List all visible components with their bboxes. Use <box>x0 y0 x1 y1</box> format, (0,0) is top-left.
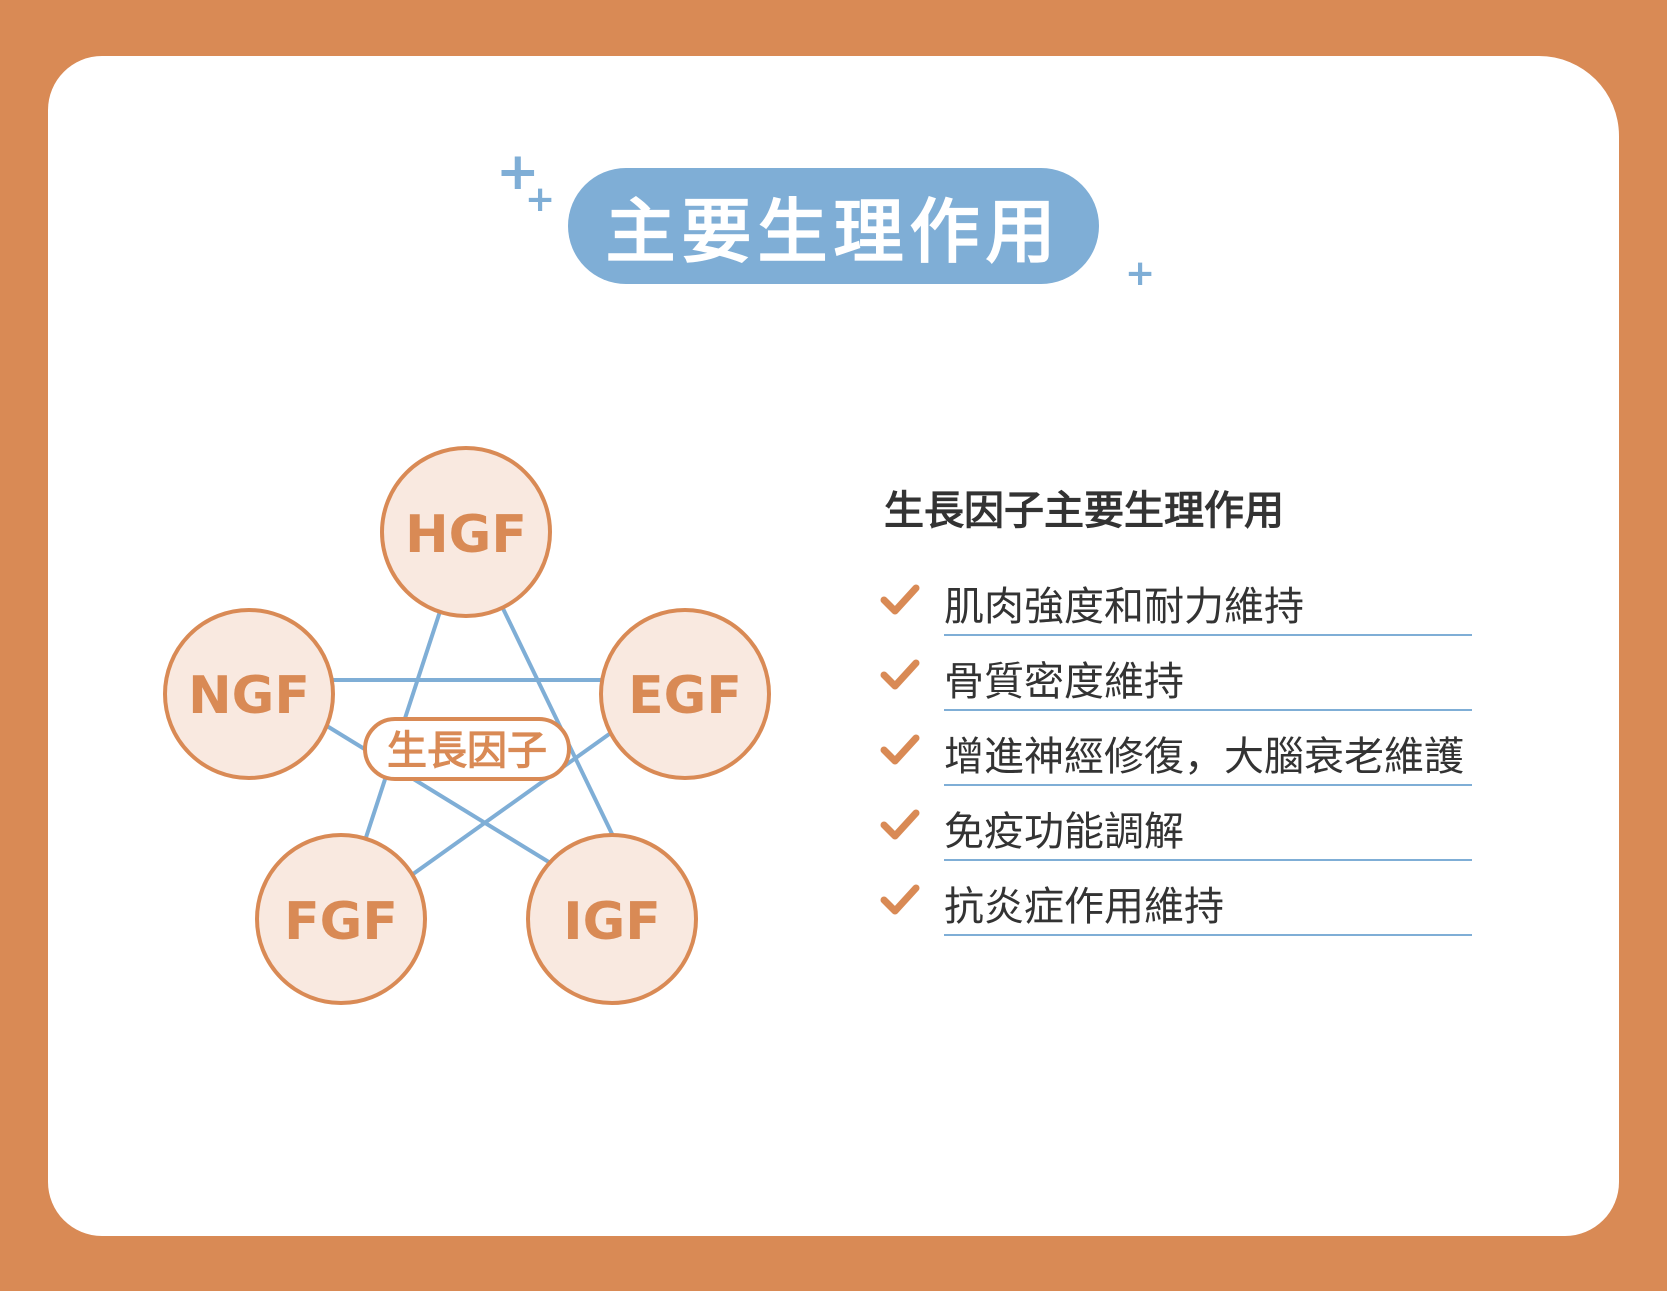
list-item: 肌肉強度和耐力維持 <box>880 572 1472 647</box>
list-item-divider <box>944 784 1472 786</box>
node-circle <box>255 833 427 1005</box>
list-item: 增進神經修復，大腦衰老維護 <box>880 722 1472 797</box>
node-label: NGF <box>188 666 310 726</box>
effects-list: 肌肉強度和耐力維持 骨質密度維持 增進神經修復，大腦衰老維護 免疫功能調解 抗炎… <box>880 572 1472 947</box>
plus-sparkle-icon: + <box>1125 253 1156 294</box>
node-circle <box>526 833 698 1005</box>
page-title: 主要生理作用 <box>605 190 1062 273</box>
center-node: 生長因子 <box>363 717 571 781</box>
check-icon <box>880 734 920 765</box>
plus-sparkle-icon: + <box>496 142 540 202</box>
list-item-divider <box>944 709 1472 711</box>
check-icon <box>880 659 920 690</box>
center-node-label: 生長因子 <box>387 728 547 774</box>
node-circle <box>380 446 552 618</box>
list-item: 骨質密度維持 <box>880 647 1472 722</box>
list-item-text: 抗炎症作用維持 <box>944 884 1224 930</box>
center-node-box <box>363 717 571 781</box>
list-item-divider <box>944 934 1472 936</box>
node-label: IGF <box>563 892 661 952</box>
list-heading: 生長因子主要生理作用 <box>884 488 1284 534</box>
node-label: FGF <box>284 892 398 952</box>
node-egf: EGF <box>599 608 771 780</box>
list-item-divider <box>944 859 1472 861</box>
check-icon <box>880 809 920 840</box>
node-igf: IGF <box>526 833 698 1005</box>
title-banner: 主要生理作用 <box>568 168 1099 284</box>
list-item: 免疫功能調解 <box>880 797 1472 872</box>
list-item-text: 骨質密度維持 <box>944 659 1184 705</box>
list-item-text: 免疫功能調解 <box>944 809 1184 855</box>
check-icon <box>880 584 920 615</box>
list-item-text: 增進神經修復，大腦衰老維護 <box>944 734 1464 780</box>
node-circle <box>163 608 335 780</box>
plus-sparkle-icon: + <box>525 179 556 220</box>
list-item-divider <box>944 634 1472 636</box>
node-hgf: HGF <box>380 446 552 618</box>
node-label: HGF <box>405 505 527 565</box>
list-item: 抗炎症作用維持 <box>880 872 1472 947</box>
node-circle <box>599 608 771 780</box>
node-fgf: FGF <box>255 833 427 1005</box>
check-icon <box>880 884 920 915</box>
list-item-text: 肌肉強度和耐力維持 <box>944 584 1304 630</box>
node-ngf: NGF <box>163 608 335 780</box>
node-label: EGF <box>628 666 742 726</box>
